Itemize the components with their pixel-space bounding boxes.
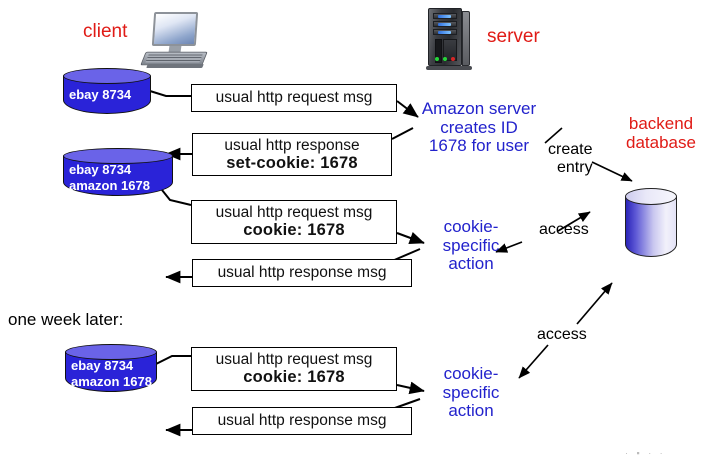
- cookie-file-1: ebay 8734: [63, 68, 151, 116]
- server-alert-led: [451, 57, 455, 61]
- label-create-entry-line2: entry: [557, 159, 593, 176]
- keyboard-keys: [145, 54, 203, 63]
- database-cylinder-top: [625, 188, 677, 205]
- message-box-3: usual http request msg cookie: 1678: [191, 200, 397, 244]
- keyboard-base: [146, 64, 204, 68]
- message-4-line1: usual http response msg: [217, 264, 387, 282]
- message-5-line1: usual http request msg: [215, 351, 373, 369]
- message-5-line2: cookie: 1678: [243, 368, 345, 387]
- server-label: server: [487, 26, 540, 47]
- one-week-later-label: one week later:: [8, 310, 124, 329]
- message-box-5: usual http request msg cookie: 1678: [191, 347, 397, 391]
- server-led: [438, 14, 451, 18]
- message-box-4: usual http response msg: [192, 259, 412, 287]
- label-create-entry-line1: create: [548, 141, 593, 158]
- message-1-line1: usual http request msg: [215, 89, 373, 107]
- client-label: client: [83, 21, 128, 42]
- database-cylinder-body: [625, 197, 677, 257]
- monitor-screen: [151, 12, 199, 46]
- message-box-6: usual http response msg: [192, 407, 412, 435]
- message-box-1: usual http request msg: [191, 84, 397, 112]
- cylinder-top: [65, 344, 157, 360]
- database-cylinder-icon: [625, 188, 677, 260]
- server-vent-slot: [435, 39, 442, 63]
- message-2-line1: usual http response: [224, 136, 360, 154]
- server-side-panel: [462, 11, 470, 66]
- cylinder-top: [63, 68, 151, 84]
- server-led: [438, 30, 451, 34]
- message-6-line1: usual http response msg: [217, 412, 387, 430]
- server-case: [428, 8, 462, 66]
- desktop-computer-icon: [140, 12, 209, 70]
- server-power-led: [435, 57, 439, 61]
- message-2-line2: set-cookie: 1678: [226, 153, 358, 172]
- server-base: [426, 66, 472, 70]
- server-front-panel: [443, 39, 457, 61]
- label-access-1: access: [539, 221, 589, 238]
- tower-server-icon: [426, 8, 476, 72]
- scan-artifact: · ▪ · ·: [625, 448, 666, 458]
- label-access-2: access: [537, 326, 587, 343]
- server-activity-led: [443, 57, 447, 61]
- message-3-line1: usual http request msg: [215, 204, 373, 222]
- message-3-line2: cookie: 1678: [243, 221, 345, 240]
- server-led: [438, 22, 451, 26]
- cookie-file-1-text: ebay 8734: [69, 87, 132, 102]
- message-box-2: usual http response set-cookie: 1678: [192, 133, 392, 176]
